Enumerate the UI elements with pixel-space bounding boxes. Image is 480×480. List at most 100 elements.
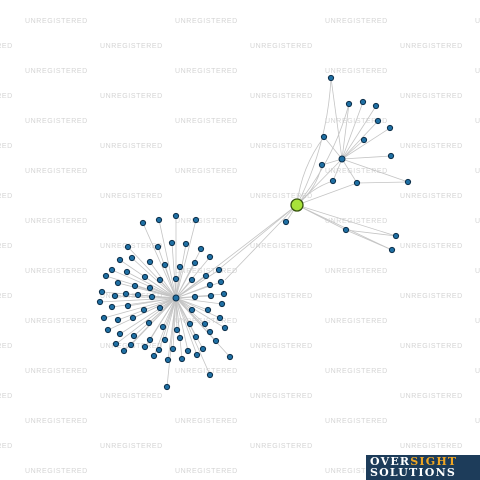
graph-node[interactable] — [148, 293, 156, 301]
graph-hub-node[interactable] — [172, 294, 180, 302]
graph-node[interactable] — [130, 332, 138, 340]
graph-node[interactable] — [320, 133, 328, 141]
graph-node[interactable] — [182, 240, 190, 248]
graph-node[interactable] — [221, 324, 229, 332]
graph-node[interactable] — [387, 152, 395, 160]
graph-node[interactable] — [199, 345, 207, 353]
graph-node[interactable] — [327, 74, 335, 82]
graph-node[interactable] — [159, 323, 167, 331]
graph-node[interactable] — [111, 292, 119, 300]
graph-node[interactable] — [129, 314, 137, 322]
graph-node[interactable] — [100, 314, 108, 322]
graph-node[interactable] — [173, 326, 181, 334]
graph-node[interactable] — [114, 316, 122, 324]
graph-node[interactable] — [176, 334, 184, 342]
graph-node[interactable] — [155, 216, 163, 224]
graph-node[interactable] — [156, 304, 164, 312]
graph-node[interactable] — [226, 353, 234, 361]
graph-node[interactable] — [206, 253, 214, 261]
graph-node[interactable] — [204, 306, 212, 314]
graph-node[interactable] — [392, 232, 400, 240]
graph-node[interactable] — [163, 383, 171, 391]
graph-node[interactable] — [116, 256, 124, 264]
graph-node[interactable] — [192, 216, 200, 224]
graph-node[interactable] — [123, 268, 131, 276]
graph-node[interactable] — [141, 273, 149, 281]
graph-node[interactable] — [102, 272, 110, 280]
graph-node[interactable] — [112, 340, 120, 348]
graph-node[interactable] — [215, 266, 223, 274]
graph-node[interactable] — [141, 343, 149, 351]
graph-node[interactable] — [108, 303, 116, 311]
graph-node[interactable] — [140, 306, 148, 314]
graph-node[interactable] — [206, 328, 214, 336]
graph-focus-node[interactable] — [290, 198, 304, 212]
graph-node[interactable] — [127, 341, 135, 349]
graph-node[interactable] — [192, 333, 200, 341]
graph-node[interactable] — [176, 263, 184, 271]
graph-node[interactable] — [122, 290, 130, 298]
graph-node[interactable] — [184, 347, 192, 355]
graph-node[interactable] — [360, 136, 368, 144]
graph-node[interactable] — [128, 254, 136, 262]
graph-node[interactable] — [124, 243, 132, 251]
graph-node[interactable] — [96, 298, 104, 306]
graph-node[interactable] — [161, 336, 169, 344]
graph-node[interactable] — [156, 276, 164, 284]
graph-node[interactable] — [154, 243, 162, 251]
graph-node[interactable] — [282, 218, 290, 226]
graph-node[interactable] — [120, 347, 128, 355]
graph-node[interactable] — [353, 179, 361, 187]
graph-node[interactable] — [172, 275, 180, 283]
graph-node[interactable] — [114, 279, 122, 287]
graph-node[interactable] — [202, 272, 210, 280]
graph-node[interactable] — [164, 356, 172, 364]
graph-node[interactable] — [345, 100, 353, 108]
graph-node[interactable] — [146, 284, 154, 292]
graph-node[interactable] — [318, 161, 326, 169]
graph-node[interactable] — [191, 259, 199, 267]
graph-node[interactable] — [386, 124, 394, 132]
graph-node[interactable] — [134, 291, 142, 299]
graph-node[interactable] — [124, 302, 132, 310]
graph-node[interactable] — [188, 276, 196, 284]
graph-node[interactable] — [372, 102, 380, 110]
graph-node[interactable] — [131, 282, 139, 290]
graph-node[interactable] — [206, 281, 214, 289]
graph-node[interactable] — [207, 292, 215, 300]
graph-node[interactable] — [104, 326, 112, 334]
graph-node[interactable] — [197, 245, 205, 253]
graph-node[interactable] — [201, 320, 209, 328]
graph-node[interactable] — [186, 320, 194, 328]
graph-node[interactable] — [216, 314, 224, 322]
graph-node[interactable] — [191, 293, 199, 301]
graph-node[interactable] — [178, 355, 186, 363]
graph-hub-node[interactable] — [338, 155, 346, 163]
graph-node[interactable] — [218, 300, 226, 308]
graph-node[interactable] — [146, 336, 154, 344]
graph-node[interactable] — [172, 212, 180, 220]
graph-node[interactable] — [220, 290, 228, 298]
graph-node[interactable] — [155, 346, 163, 354]
graph-node[interactable] — [146, 258, 154, 266]
graph-node[interactable] — [388, 246, 396, 254]
graph-node[interactable] — [139, 219, 147, 227]
graph-node[interactable] — [359, 98, 367, 106]
graph-node[interactable] — [98, 288, 106, 296]
graph-node[interactable] — [374, 117, 382, 125]
graph-node[interactable] — [212, 337, 220, 345]
graph-node[interactable] — [329, 177, 337, 185]
graph-node[interactable] — [169, 345, 177, 353]
graph-node[interactable] — [168, 239, 176, 247]
graph-node[interactable] — [188, 306, 196, 314]
graph-node[interactable] — [217, 278, 225, 286]
graph-node[interactable] — [193, 351, 201, 359]
graph-node[interactable] — [404, 178, 412, 186]
graph-node[interactable] — [108, 266, 116, 274]
graph-node[interactable] — [342, 226, 350, 234]
graph-node[interactable] — [145, 319, 153, 327]
graph-node[interactable] — [150, 352, 158, 360]
graph-node[interactable] — [206, 371, 214, 379]
graph-node[interactable] — [161, 261, 169, 269]
graph-node[interactable] — [116, 330, 124, 338]
